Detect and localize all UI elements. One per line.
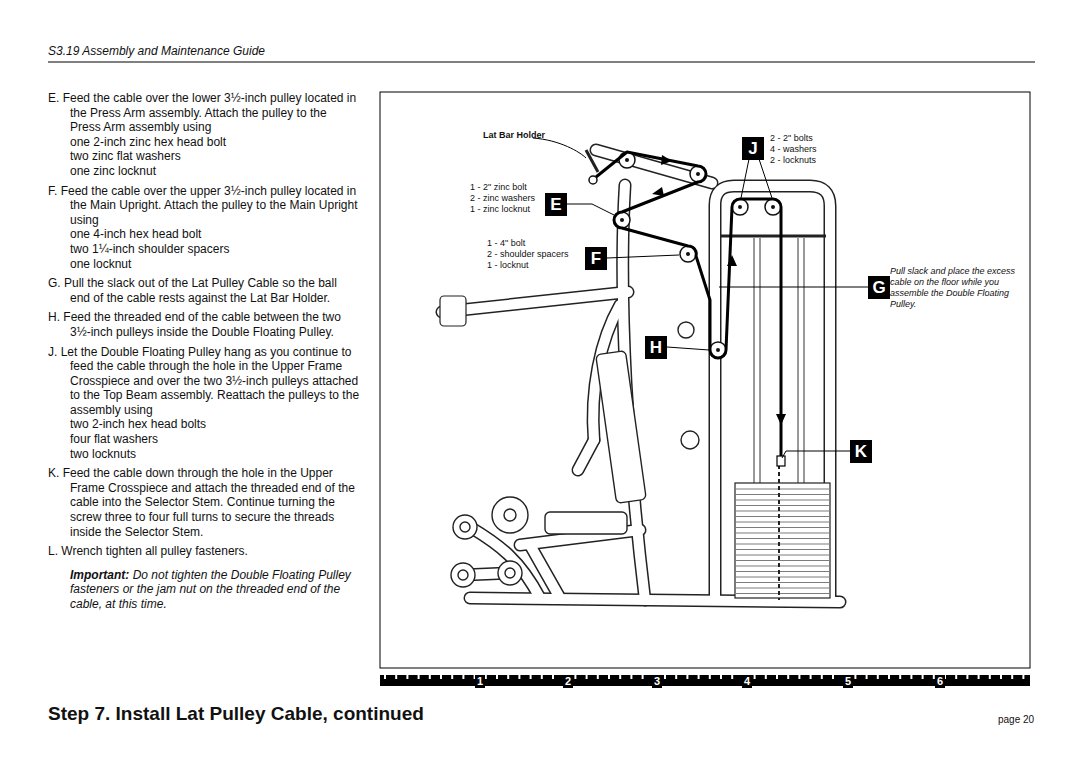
step-text: F. Feed the cable over the upper 3½-inch… (48, 184, 360, 228)
part-item: one zinc locknut (48, 164, 360, 179)
callout-parts: 2 - zinc washers (470, 193, 535, 204)
header-rule (48, 62, 1035, 63)
crosspiece (720, 235, 826, 238)
callout-parts: 1 - zinc locknut (470, 204, 530, 215)
frame-outline (442, 150, 840, 602)
press-handle (440, 296, 466, 326)
callout-letter: K (855, 443, 867, 460)
step-title: Step 7. Install Lat Pulley Cable, contin… (48, 703, 424, 725)
part-item: two locknuts (48, 447, 360, 462)
callout-letter-box: E (545, 193, 567, 216)
ruler-number: 5 (843, 675, 853, 688)
ruler-number: 6 (935, 675, 945, 688)
cable-ball (589, 176, 597, 184)
selector-stem (778, 465, 780, 600)
step-text: G. Pull the slack out of the Lat Pulley … (48, 276, 360, 305)
step-text: K. Feed the cable down through the hole … (48, 466, 360, 539)
part-item: two 1¼-inch shoulder spacers (48, 242, 360, 257)
cable-end (777, 456, 785, 466)
weight-plates (736, 489, 829, 594)
callout-letter: E (550, 196, 561, 213)
step-text: J. Let the Double Floating Pulley hang a… (48, 345, 360, 418)
part-item: one 4-inch hex head bolt (48, 227, 360, 242)
callout-parts: 1 - 2" zinc bolt (470, 182, 527, 193)
callout-parts: 2 - shoulder spacers (487, 249, 569, 260)
part-item: one locknut (48, 257, 360, 272)
page-number: page 20 (998, 714, 1034, 726)
callout-letter-box: K (850, 440, 872, 463)
leader-lines (533, 138, 868, 458)
part-item: two 2-inch hex head bolts (48, 417, 360, 432)
header-text: S3.19 Assembly and Maintenance Guide (48, 44, 265, 58)
frame-fill (442, 150, 840, 602)
lat-cable (596, 152, 781, 462)
callout-parts: 4 - washers (770, 144, 817, 155)
note-text: Pull slack and place the excess cable on… (890, 266, 1026, 310)
callout-letter: G (872, 279, 885, 296)
ruler-number: 4 (742, 675, 752, 688)
weight-stack (735, 483, 830, 598)
callout-parts: 2 - locknuts (770, 155, 816, 166)
guide-rods (754, 238, 804, 483)
ruler-number: 1 (475, 675, 485, 688)
step-text: L. Wrench tighten all pulley fasteners. (48, 544, 360, 559)
space (129, 568, 132, 582)
part-item: one 2-inch zinc hex head bolt (48, 135, 360, 150)
callout-letter-box: F (585, 247, 607, 270)
ruler-number: 2 (563, 675, 573, 688)
back-pad (596, 351, 647, 504)
diagram-frame (380, 92, 1030, 668)
seat-pad (545, 512, 627, 534)
important-note: Important: Do not tighten the Double Flo… (48, 568, 360, 612)
callout-parts: 1 - locknut (487, 260, 529, 271)
callout-letter: J (748, 140, 757, 157)
callout-parts: 2 - 2" bolts (770, 133, 813, 144)
callout-letter-box: G (868, 276, 890, 299)
important-lead: Important: (70, 568, 129, 582)
cable-arrows (652, 155, 786, 425)
lat-bar-holder (586, 150, 598, 172)
step-text: H. Feed the threaded end of the cable be… (48, 310, 360, 339)
callout-parts: 1 - 4" bolt (487, 238, 525, 249)
callout-letter: H (650, 339, 662, 356)
part-name: Lat Bar Holder (483, 130, 545, 141)
part-item: two zinc flat washers (48, 149, 360, 164)
step-text: E. Feed the cable over the lower 3½-inch… (48, 91, 360, 135)
part-item: four flat washers (48, 432, 360, 447)
callout-letter-box: H (645, 336, 667, 359)
instruction-column: E. Feed the cable over the lower 3½-inch… (48, 86, 360, 612)
callout-letter: F (591, 250, 601, 267)
ruler-number: 3 (652, 675, 662, 688)
pivot (492, 322, 699, 533)
callout-letter-box: J (742, 137, 764, 160)
